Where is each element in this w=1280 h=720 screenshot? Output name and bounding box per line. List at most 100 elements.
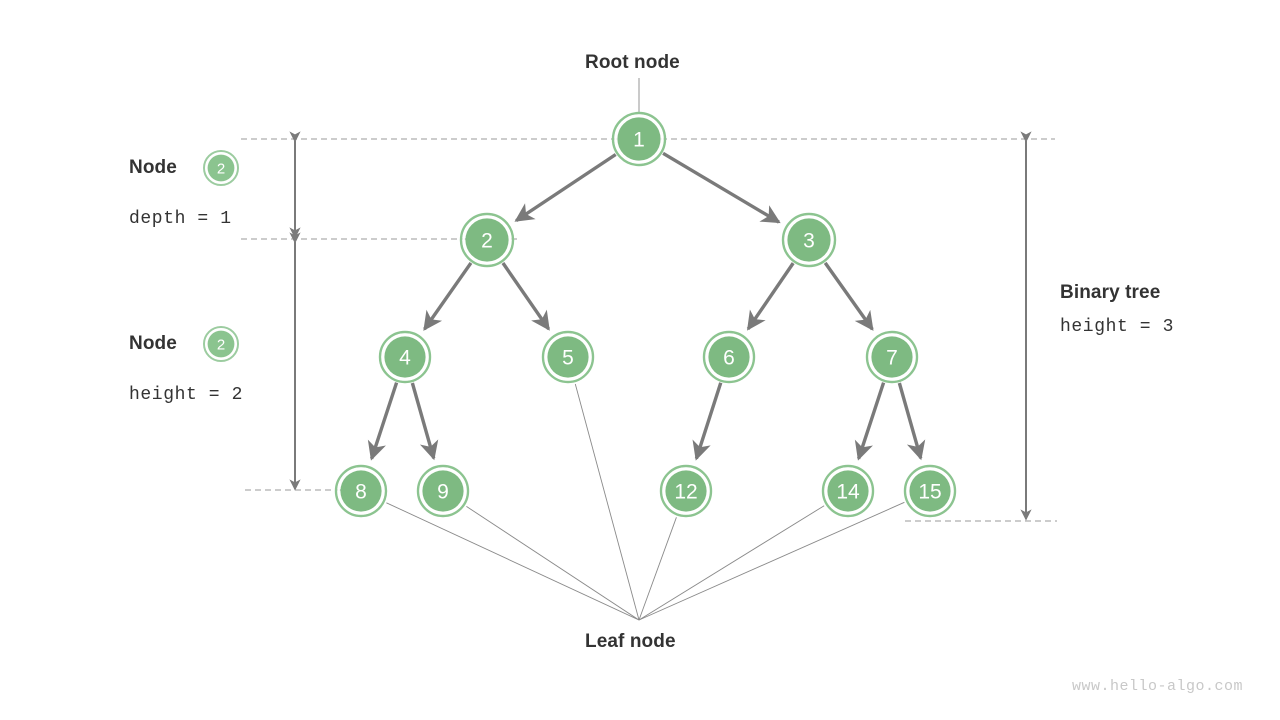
node-ring <box>821 464 875 518</box>
leaf-pointer-lines-group <box>386 383 905 621</box>
badge-circle <box>207 154 235 182</box>
tree-node-15[interactable]: 15 <box>903 464 957 518</box>
badge-ring-gap <box>205 328 237 360</box>
root-node-label: Root node <box>585 52 680 73</box>
badge-circle <box>207 330 235 358</box>
node-value: 15 <box>918 481 941 504</box>
badge-ring-gap <box>205 152 237 184</box>
tree-node-12[interactable]: 12 <box>659 464 713 518</box>
node-ring <box>659 464 713 518</box>
node-value: 2 <box>481 230 493 253</box>
node-ring-gap <box>462 215 512 265</box>
tree-node-3[interactable]: 3 <box>781 212 837 268</box>
node-ring <box>541 330 595 384</box>
node-height-label: Node <box>129 333 177 354</box>
node-value: 7 <box>886 347 898 370</box>
guide-lines-group <box>241 138 1057 522</box>
node-value: 12 <box>674 481 697 504</box>
node-ring <box>334 464 388 518</box>
badge-ring <box>203 150 239 186</box>
node-ring <box>702 330 756 384</box>
node-depth-badge: 2 <box>203 150 239 186</box>
tree-edge-n4-to-n8 <box>367 382 399 461</box>
binary-tree-label: Binary tree <box>1060 282 1161 303</box>
node-ring <box>416 464 470 518</box>
node-circle <box>422 470 464 512</box>
node-circle <box>340 470 382 512</box>
node-height-badge: 2 <box>203 326 239 362</box>
tree-node-9[interactable]: 9 <box>416 464 470 518</box>
tree-node-4[interactable]: 4 <box>378 330 432 384</box>
node-circle <box>665 470 707 512</box>
node-height-value: height = 2 <box>129 385 244 405</box>
node-ring-gap <box>662 467 710 515</box>
dimension-arrows-group <box>289 131 1032 521</box>
leaf-pointer-n9 <box>466 506 640 621</box>
tree-node-5[interactable]: 5 <box>541 330 595 384</box>
node-value: 8 <box>355 481 367 504</box>
tree-edges-group <box>367 151 926 461</box>
node-circle <box>787 218 831 262</box>
node-ring-gap <box>868 333 916 381</box>
tree-edge-n1-to-n3 <box>662 151 781 224</box>
node-value: 6 <box>723 347 735 370</box>
node-value: 3 <box>803 230 815 253</box>
node-ring-gap <box>337 467 385 515</box>
tree-edge-n1-to-n2 <box>514 153 617 223</box>
leaf-node-label: Leaf node <box>585 631 676 652</box>
tree-node-8[interactable]: 8 <box>334 464 388 518</box>
node-circle <box>617 117 661 161</box>
node-circle <box>547 336 589 378</box>
node-value: 9 <box>437 481 449 504</box>
node-circle <box>708 336 750 378</box>
leaf-pointer-n14 <box>638 505 825 621</box>
node-ring-gap <box>614 114 664 164</box>
node-ring-gap <box>705 333 753 381</box>
leaf-pointer-n8 <box>386 502 640 621</box>
node-circle <box>827 470 869 512</box>
leaf-pointer-n5 <box>574 383 640 621</box>
leaf-pointer-n12 <box>638 517 677 621</box>
tree-node-7[interactable]: 7 <box>865 330 919 384</box>
node-ring-gap <box>419 467 467 515</box>
node-depth-label: Node <box>129 157 177 178</box>
tree-edge-n7-to-n14 <box>854 382 886 461</box>
node-value: 4 <box>399 347 411 370</box>
node-ring-gap <box>381 333 429 381</box>
tree-edge-n3-to-n7 <box>823 261 874 331</box>
badge-ring <box>203 326 239 362</box>
tree-node-2[interactable]: 2 <box>459 212 515 268</box>
node-circle <box>909 470 951 512</box>
node-ring <box>781 212 837 268</box>
node-ring-gap <box>544 333 592 381</box>
tree-node-6[interactable]: 6 <box>702 330 756 384</box>
tree-edge-n7-to-n15 <box>897 382 926 461</box>
node-ring <box>865 330 919 384</box>
watermark: www.hello-algo.com <box>1072 678 1244 695</box>
tree-edge-n2-to-n5 <box>501 262 551 331</box>
node-ring <box>903 464 957 518</box>
node-ring <box>611 111 667 167</box>
node-ring-gap <box>824 467 872 515</box>
node-circle <box>465 218 509 262</box>
node-circle <box>384 336 426 378</box>
tree-edge-n2-to-n4 <box>423 261 473 331</box>
tree-node-1[interactable]: 1 <box>611 111 667 167</box>
tree-edge-n3-to-n6 <box>746 262 795 331</box>
node-circle <box>871 336 913 378</box>
binary-tree-height-value: height = 3 <box>1060 317 1175 337</box>
node-ring <box>378 330 432 384</box>
tree-edge-n6-to-n12 <box>692 382 723 461</box>
annotation-badges-group: 22 <box>203 150 239 362</box>
node-value: 14 <box>836 481 860 504</box>
node-value: 5 <box>562 347 574 370</box>
node-ring-gap <box>906 467 954 515</box>
badge-value: 2 <box>217 337 225 354</box>
leaf-pointer-n15 <box>638 501 905 621</box>
node-value: 1 <box>633 129 645 152</box>
tree-node-14[interactable]: 14 <box>821 464 875 518</box>
tree-edge-n4-to-n9 <box>410 382 439 461</box>
node-ring <box>459 212 515 268</box>
